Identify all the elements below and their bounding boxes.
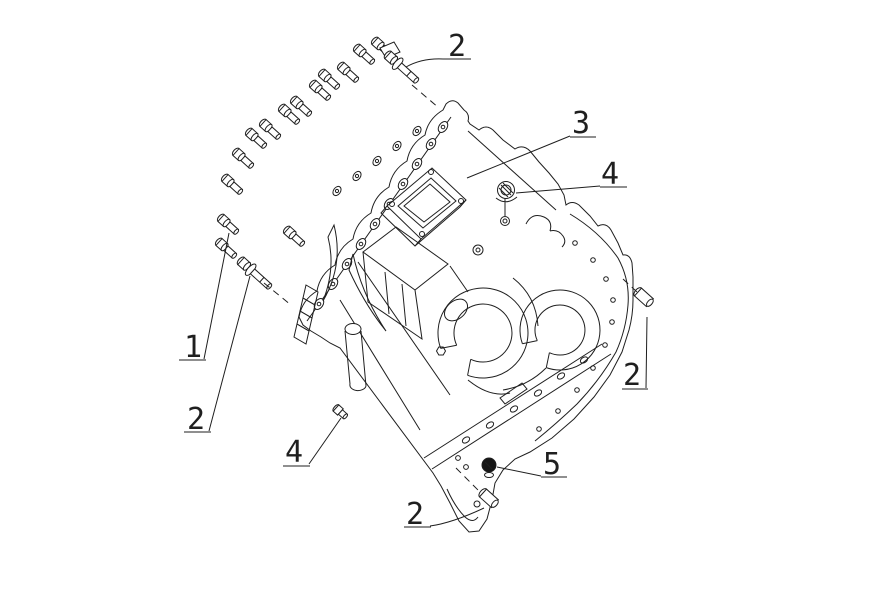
- alignment-lines: [264, 85, 637, 491]
- callout-1: 1: [179, 233, 229, 365]
- callout-2-bottom-label: 2: [406, 497, 424, 532]
- top-rim-line: [468, 131, 556, 210]
- callout-4-top: 4: [516, 157, 627, 193]
- bolt-arc: [213, 35, 396, 261]
- lower-slot: [500, 383, 527, 404]
- callout-4-bottom: 4: [283, 418, 341, 470]
- loose-bolt-icon: [351, 42, 378, 67]
- callout-5: 5: [497, 447, 567, 482]
- screw-plug-loose: [331, 403, 350, 421]
- gearbox-housing: [294, 101, 633, 532]
- callouts: 1 2 2 3 4 4 2 5: [179, 29, 648, 532]
- housing-outline: [299, 101, 633, 532]
- callout-2-left: 2: [184, 276, 250, 437]
- breather-plug: [473, 182, 517, 256]
- rib-curve-b: [349, 254, 386, 331]
- bottom-lug: [447, 456, 480, 521]
- right-flange-plate: [535, 214, 628, 441]
- corner-bosses: [294, 285, 318, 344]
- callout-5-label: 5: [543, 447, 561, 482]
- loose-bolt-icon: [335, 60, 362, 85]
- callout-2-right-label: 2: [623, 358, 641, 393]
- callout-2-top-label: 2: [448, 29, 466, 64]
- cover-opening: [381, 168, 466, 246]
- bottom-flange-band: [424, 344, 611, 469]
- rib-curve-a: [323, 225, 337, 301]
- callout-3: 3: [467, 106, 596, 178]
- hex-boss: [437, 347, 446, 355]
- loose-bolt-icon: [281, 224, 308, 249]
- callout-2-left-label: 2: [187, 402, 205, 437]
- block-boss: [363, 227, 448, 339]
- lifting-hook: [526, 216, 565, 247]
- loose-bolt-icon: [219, 172, 246, 197]
- callout-2-bottom: 2: [404, 497, 484, 532]
- fastener-assemblies: [233, 42, 656, 510]
- dowel-pin-bottom: [476, 486, 501, 510]
- callout-1-label: 1: [184, 330, 202, 365]
- top-face-bosses: [331, 125, 422, 197]
- loose-bolt-icon: [257, 117, 284, 142]
- callout-4-bottom-label: 4: [285, 435, 303, 470]
- bell-bore: [520, 290, 600, 370]
- callout-4-top-label: 4: [601, 157, 619, 192]
- callout-3-label: 3: [572, 106, 590, 141]
- center-bore: [438, 288, 528, 378]
- cylinder-boss: [345, 324, 366, 391]
- callout-2-top: 2: [406, 29, 471, 67]
- loose-bolt-icon: [215, 212, 242, 237]
- callout-2-right: 2: [622, 317, 648, 393]
- loose-bolt-icon: [230, 146, 257, 171]
- surface-creases: [340, 262, 468, 430]
- dowel-pin-right: [631, 285, 656, 309]
- drain-plug: [482, 458, 496, 478]
- bolt-washer-assembly-top: [380, 47, 423, 88]
